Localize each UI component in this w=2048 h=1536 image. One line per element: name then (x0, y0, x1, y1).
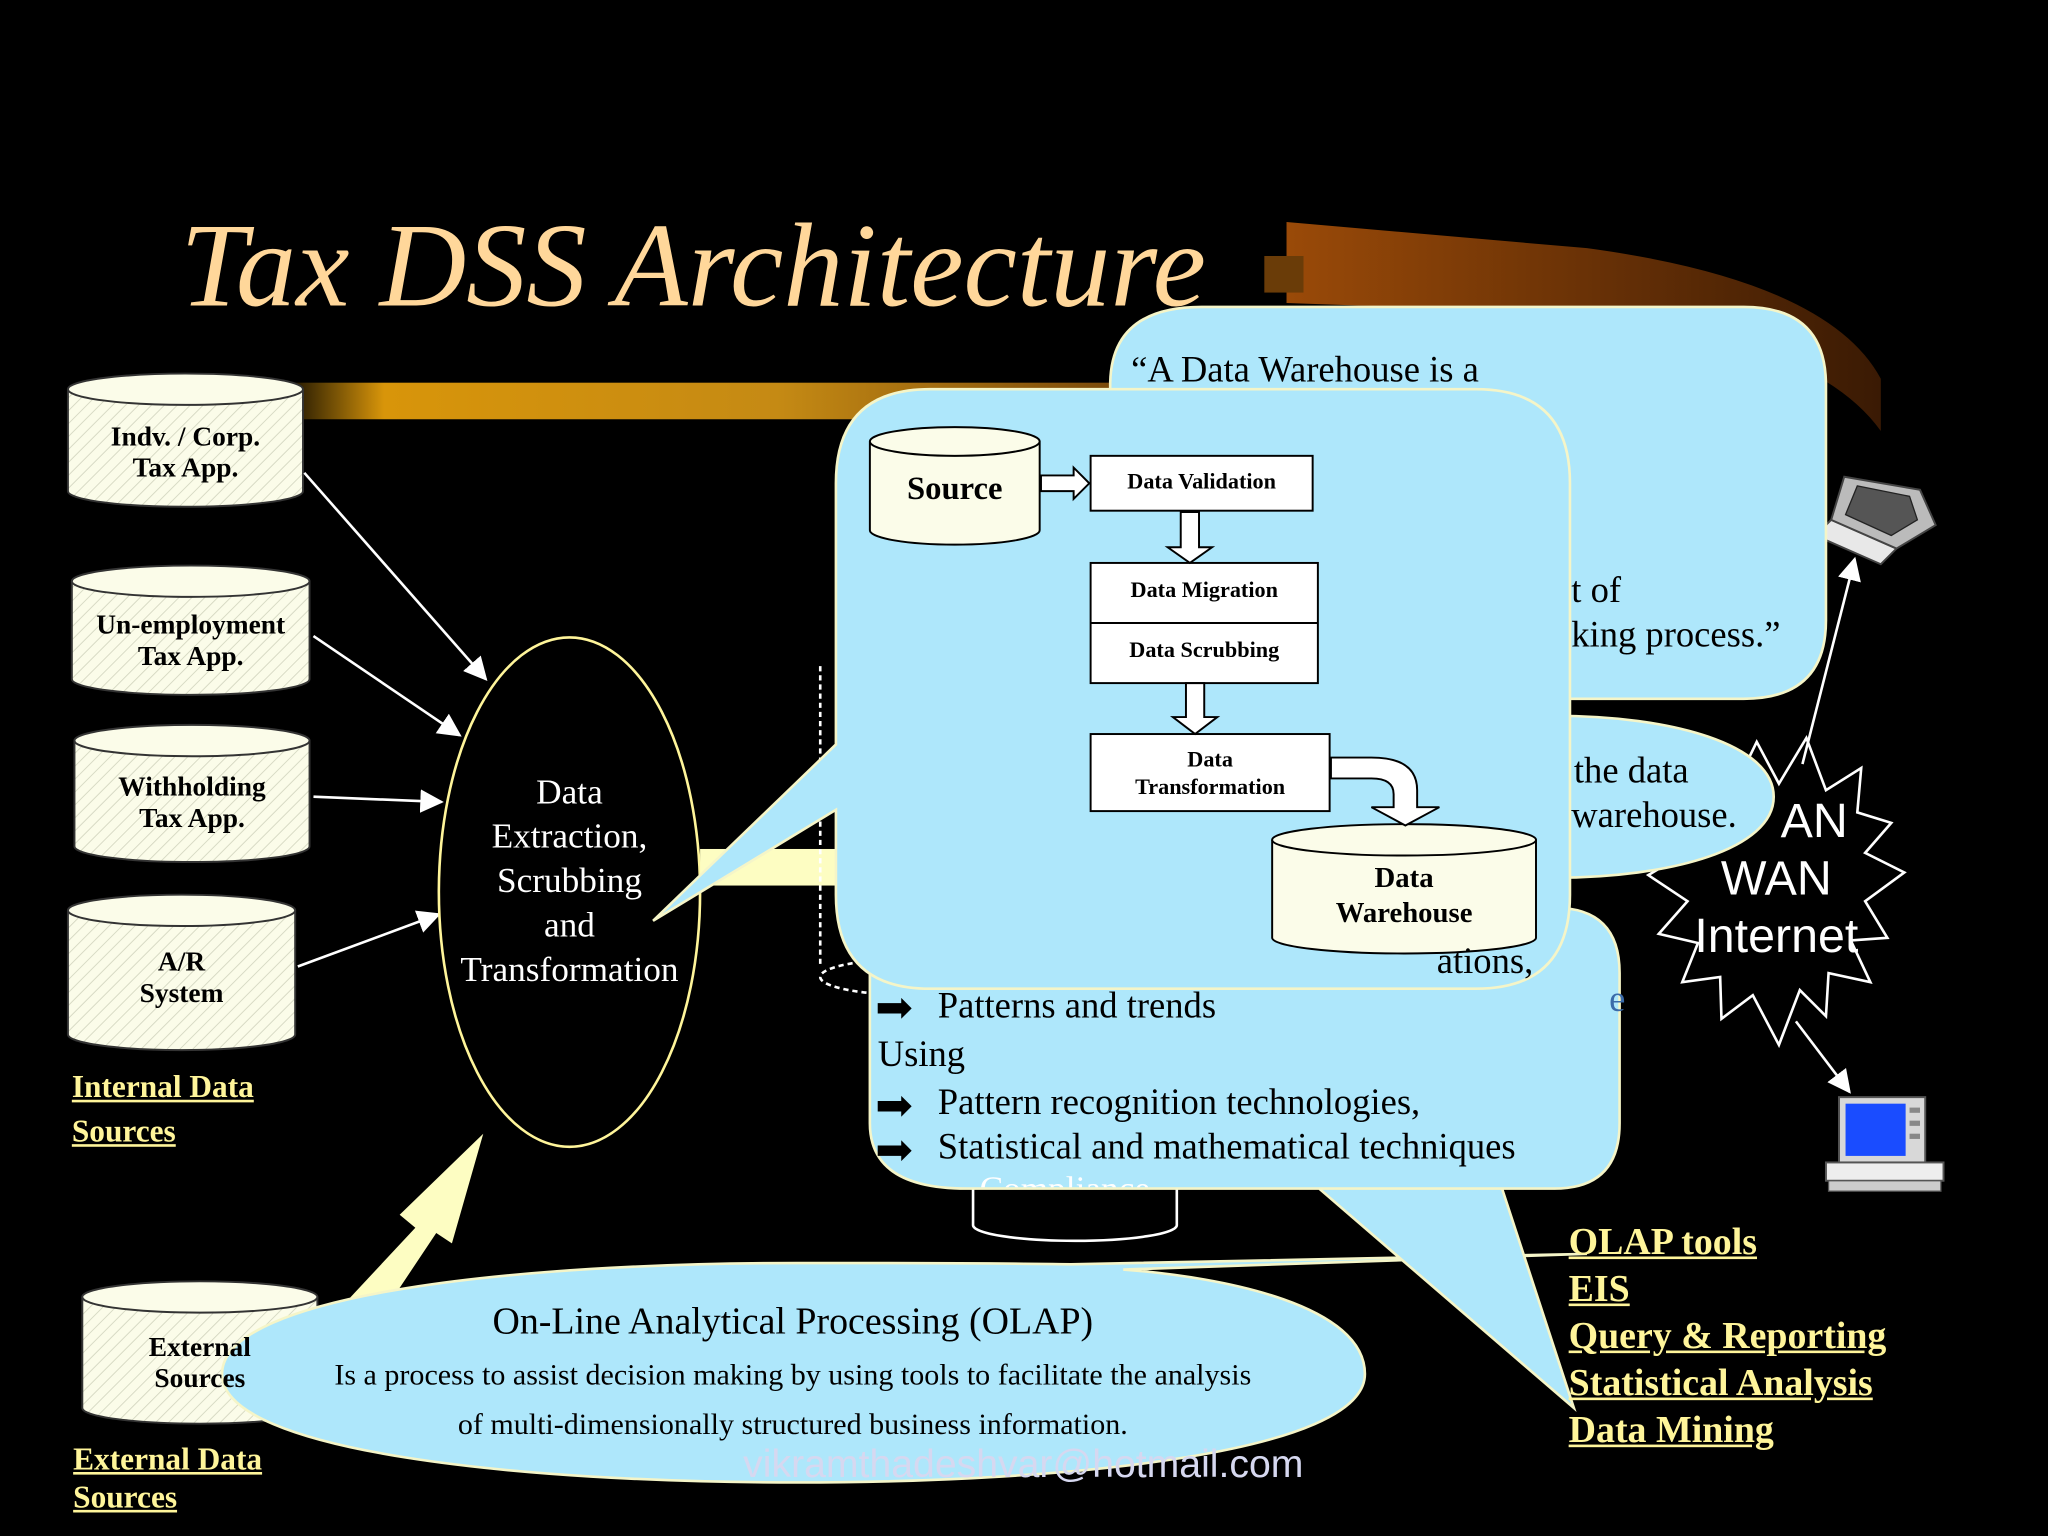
olap-bubble (220, 1252, 1587, 1484)
db-cylinder-ar-system (66, 893, 297, 1052)
mining-hidden-letter: e (1609, 979, 1626, 1021)
label-line: Sources (71, 1115, 176, 1150)
db-label-line: Indv. / Corp. (110, 420, 261, 452)
internal-data-sources-label: Internal Data Sources (72, 1066, 254, 1155)
label-line: Internal Data (71, 1071, 254, 1105)
mining-bullet-statistical: Statistical and mathematical techniques (937, 1127, 1516, 1168)
data-validation-label: Data Validation (1127, 468, 1276, 494)
db-cylinder-unemployment (70, 564, 311, 696)
mining-bullet-pattern-recognition: Pattern recognition technologies, (937, 1082, 1421, 1124)
external-data-sources-label: External Data Sources (73, 1442, 262, 1518)
db-label-ar-system: A/R System (68, 946, 295, 1009)
tool-statistical-analysis: Statistical Analysis (1568, 1362, 1873, 1405)
db-label-line: Tax App. (132, 451, 239, 484)
mining-using: Using (877, 1034, 966, 1075)
source-cylinder (868, 426, 1041, 546)
compliance-label: Compliance (980, 1169, 1150, 1187)
db-label-line: System (139, 976, 224, 1009)
network-line: WAN (1720, 851, 1832, 906)
network-label: AN WAN Internet (1659, 793, 1894, 965)
network-line: AN (1780, 794, 1848, 848)
extraction-line: Extraction, (491, 816, 648, 856)
extraction-line: Scrubbing (496, 860, 642, 900)
tool-olap: OLAP tools (1568, 1221, 1758, 1264)
data-warehouse-label: Data Warehouse (1272, 859, 1536, 930)
db-label-line: Un-employment (96, 608, 286, 640)
laptop-icon (1813, 475, 1937, 566)
db-label-line: A/R (157, 945, 206, 977)
db-label-line: Withholding (118, 770, 266, 802)
mining-bullet-patterns: Patterns and trends (937, 986, 1217, 1027)
db-label-indv-corp: Indv. / Corp. Tax App. (68, 421, 303, 484)
source-arrows (297, 471, 488, 968)
db-label-line: Sources (154, 1362, 246, 1394)
arrow-right-icon (1039, 465, 1091, 502)
warehouse-definition-line3: king process.” (1571, 615, 1781, 656)
flow-arrows (1039, 465, 1440, 827)
network-line: Internet (1694, 909, 1859, 963)
warehouse-definition-line2: t of (1571, 570, 1622, 612)
compliance-text: Compliance (980, 1169, 1150, 1187)
label-line: External Data (73, 1443, 263, 1478)
flow-line: Data (1374, 860, 1434, 894)
dw-partial-line2: warehouse. (1571, 795, 1737, 836)
db-cylinder-indv-corp (66, 372, 304, 508)
author-email: vikramthadeshvar@hotmail.com (743, 1443, 1304, 1487)
network-arrows (1794, 556, 1861, 1094)
arrow-down-icon (1170, 682, 1221, 736)
db-label-line: Tax App. (139, 801, 245, 834)
data-transformation-box (1089, 733, 1331, 813)
warehouse-ellipse-callout (1552, 714, 1776, 880)
extraction-label: Data Extraction, Scrubbing and Transform… (439, 769, 700, 991)
warehouse-definition-line1: “A Data Warehouse is a (1131, 350, 1479, 391)
tool-data-mining: Data Mining (1568, 1409, 1774, 1452)
extraction-line: and (543, 905, 595, 945)
olap-description-line2: of multi-dimensionally structured busine… (457, 1407, 1128, 1441)
olap-heading: On-Line Analytical Processing (OLAP) (492, 1300, 1094, 1343)
bullet-arrow-icon (877, 997, 912, 1019)
extraction-line: Data (536, 771, 603, 812)
olap-description-line1: Is a process to assist decision making b… (334, 1358, 1252, 1392)
data-warehouse-cylinder (1271, 823, 1537, 955)
data-validation-box (1089, 454, 1314, 512)
data-transformation-label: Data Transformation (1091, 746, 1330, 801)
tool-query-reporting: Query & Reporting (1568, 1315, 1887, 1358)
db-cylinder-withholding (73, 723, 311, 864)
arrow-down-icon (1164, 511, 1216, 565)
db-label-line: External (148, 1330, 251, 1363)
db-label-external: External Sources (82, 1331, 317, 1394)
flow-line: Data (1187, 747, 1233, 772)
external-source-arrow (342, 1133, 484, 1320)
data-scrubbing-label: Data Scrubbing (1129, 637, 1280, 663)
db-label-line: Tax App. (137, 639, 244, 672)
arrow-curve-icon (1329, 756, 1440, 827)
compliance-cylinder (971, 1175, 1179, 1243)
db-label-withholding: Withholding Tax App. (74, 771, 309, 834)
source-label: Source (906, 471, 1003, 507)
db-label-unemployment: Un-employment Tax App. (72, 609, 310, 672)
tool-list: OLAP tools EIS Query & Reporting Statist… (1569, 1219, 1887, 1454)
desktop-computer-icon (1824, 1096, 1945, 1192)
data-migration-label: Data Migration (1130, 577, 1278, 603)
slide-title: Tax DSS Architecture (180, 198, 1206, 332)
tool-eis: EIS (1568, 1268, 1630, 1311)
mining-partial-text: ations, (1436, 941, 1534, 983)
flow-line: Transformation (1135, 774, 1286, 800)
label-line: Sources (73, 1481, 178, 1516)
extraction-line: Transformation (460, 949, 679, 989)
dw-partial-line1: the data (1573, 751, 1689, 792)
flow-line: Warehouse (1335, 895, 1473, 929)
